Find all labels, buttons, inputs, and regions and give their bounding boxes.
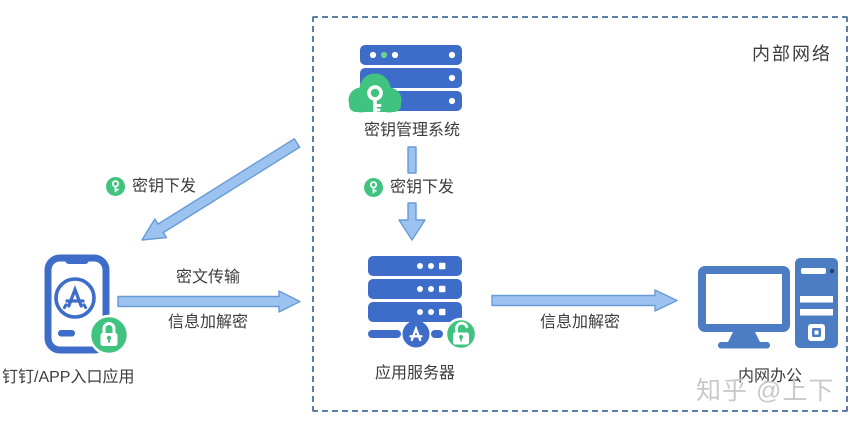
arrow-kms-to-phone [141, 138, 301, 241]
app-server-icon [368, 256, 478, 351]
arrow-kms-to-app-server-lower [398, 202, 426, 241]
edge-label-kms-to-phone: 密钥下发 [106, 177, 197, 197]
unlock-icon [444, 317, 478, 351]
cloud-key-icon [348, 73, 402, 113]
edge-label-text: 密钥下发 [390, 179, 455, 196]
key-badge-icon [364, 178, 383, 198]
arrow-app-server-to-office [491, 289, 678, 312]
kms-server-icon [348, 45, 462, 113]
edge-label-ciphertext: 密文传输 [175, 269, 240, 286]
internal-network-boundary [312, 16, 848, 412]
app-server-label: 应用服务器 [374, 365, 455, 382]
key-badge-icon [106, 177, 125, 197]
arrow-phone-to-app-server [117, 290, 301, 313]
arrow-kms-to-app-server-upper [407, 146, 417, 174]
monitor-icon [698, 266, 790, 349]
kms-label: 密钥管理系统 [363, 122, 460, 139]
edge-label-text: 密钥下发 [132, 178, 197, 195]
internal-network-label: 内部网络 [752, 44, 832, 64]
office-label: 内网办公 [737, 368, 802, 385]
desktop-computer-icon [698, 258, 838, 349]
tower-icon [795, 258, 838, 348]
appstore-icon [54, 277, 96, 319]
lock-icon [88, 314, 130, 356]
appstore-icon [402, 320, 430, 348]
edge-label-encrypt-decrypt-right: 信息加解密 [539, 314, 620, 331]
edge-label-encrypt-decrypt-left: 信息加解密 [167, 314, 248, 331]
watermark: 知乎 @上下 [696, 377, 835, 405]
phone-icon [44, 254, 130, 356]
phone-label: 钉钉/APP入口应用 [2, 369, 135, 386]
edge-label-kms-to-app-server: 密钥下发 [364, 178, 455, 198]
